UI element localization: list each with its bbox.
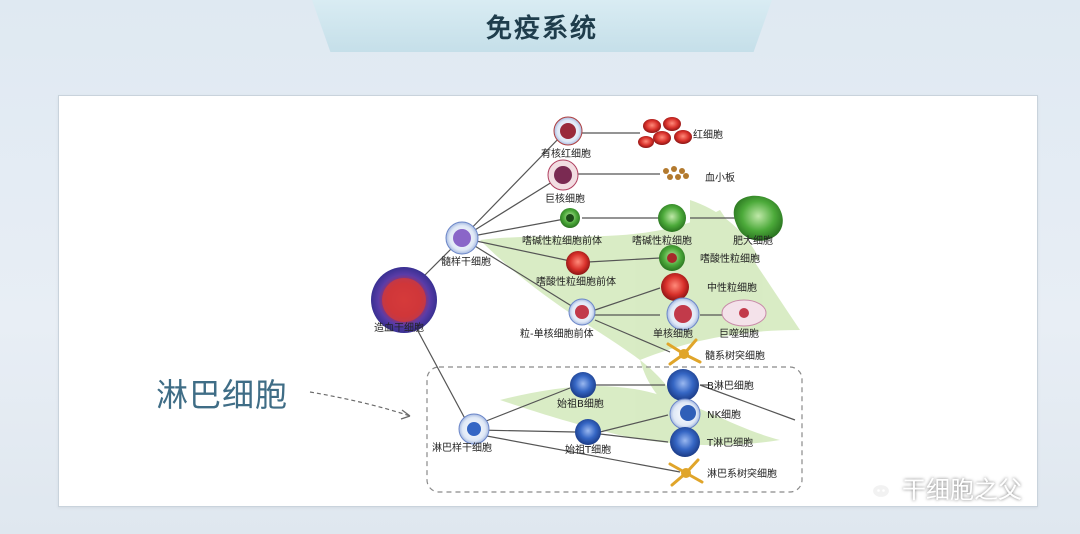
- label-mast-cell: 肥大细胞: [733, 234, 773, 247]
- label-platelet: 血小板: [705, 171, 735, 184]
- macrophage-cell: [721, 299, 767, 327]
- lymphoid-dendritic-cell: [668, 458, 704, 487]
- watermark-text: 干细胞之父: [902, 475, 1022, 504]
- title-banner: [312, 0, 772, 52]
- mast-cell: [733, 195, 783, 241]
- monocyte-cell: [666, 297, 700, 331]
- label-gm-precursor: 粒-单核细胞前体: [520, 327, 594, 340]
- label-pro-b: 始祖B细胞: [557, 397, 604, 410]
- label-rbc: 红细胞: [693, 128, 723, 141]
- hsc-cell: [371, 267, 437, 333]
- label-eosinophil: 嗜酸性粒细胞: [700, 252, 760, 265]
- lymphoid-group-box: [426, 366, 803, 493]
- watermark: 干细胞之父: [860, 470, 1022, 504]
- label-monocyte: 单核细胞: [653, 327, 693, 340]
- basophil-precursor-cell: [560, 208, 580, 228]
- gm-precursor-cell: [568, 298, 596, 326]
- lymphoid-stem-cell: [458, 413, 490, 445]
- label-b-cell: B淋巴细胞: [707, 379, 754, 392]
- rbc-cluster: [638, 117, 692, 148]
- label-basophil-precursor: 嗜碱性粒细胞前体: [522, 234, 602, 247]
- callout-arrow: [309, 391, 411, 420]
- neutrophil-cell: [661, 273, 689, 301]
- lymphocyte-callout-label: 淋巴细胞: [156, 376, 289, 414]
- label-myeloid-stem: 髓样干细胞: [441, 255, 491, 268]
- myeloid-stem-cell: [445, 221, 479, 255]
- pro-t-cell: [575, 419, 601, 445]
- connector-lines: [403, 132, 796, 473]
- megakaryocyte-cell: [547, 159, 579, 191]
- label-t-cell: T淋巴细胞: [706, 436, 753, 449]
- pro-b-cell: [570, 372, 596, 398]
- platelet-cluster: [663, 166, 689, 180]
- page-title: 免疫系统: [485, 14, 598, 44]
- wechat-icon: [861, 474, 892, 500]
- label-eosinophil-precursor: 嗜酸性粒细胞前体: [536, 275, 616, 288]
- b-cell: [667, 369, 699, 401]
- myeloid-dendritic-cell: [666, 338, 702, 366]
- label-neutrophil: 中性粒细胞: [707, 281, 757, 294]
- nucleated-rbc-cell: [553, 116, 583, 146]
- t-cell: [670, 427, 700, 457]
- label-myeloid-dendritic: 髓系树突细胞: [705, 349, 765, 362]
- leaf-background: [480, 200, 800, 446]
- label-macrophage: 巨噬细胞: [719, 327, 759, 340]
- nk-cell: [669, 398, 701, 430]
- label-lymphoid-stem: 淋巴样干细胞: [432, 441, 492, 454]
- basophil-cell: [658, 204, 686, 232]
- diagram-panel: [58, 95, 1038, 507]
- label-nk-cell: NK细胞: [707, 408, 741, 421]
- eosinophil-cell: [659, 245, 685, 271]
- label-basophil: 嗜碱性粒细胞: [632, 234, 692, 247]
- label-megakaryocyte: 巨核细胞: [545, 192, 585, 205]
- label-pro-t: 始祖T细胞: [565, 443, 611, 456]
- eosinophil-precursor-cell: [566, 251, 590, 275]
- label-nucleated-rbc: 有核红细胞: [541, 147, 591, 160]
- label-lymphoid-dendritic: 淋巴系树突细胞: [707, 467, 777, 480]
- label-hsc: 造血干细胞: [374, 321, 424, 334]
